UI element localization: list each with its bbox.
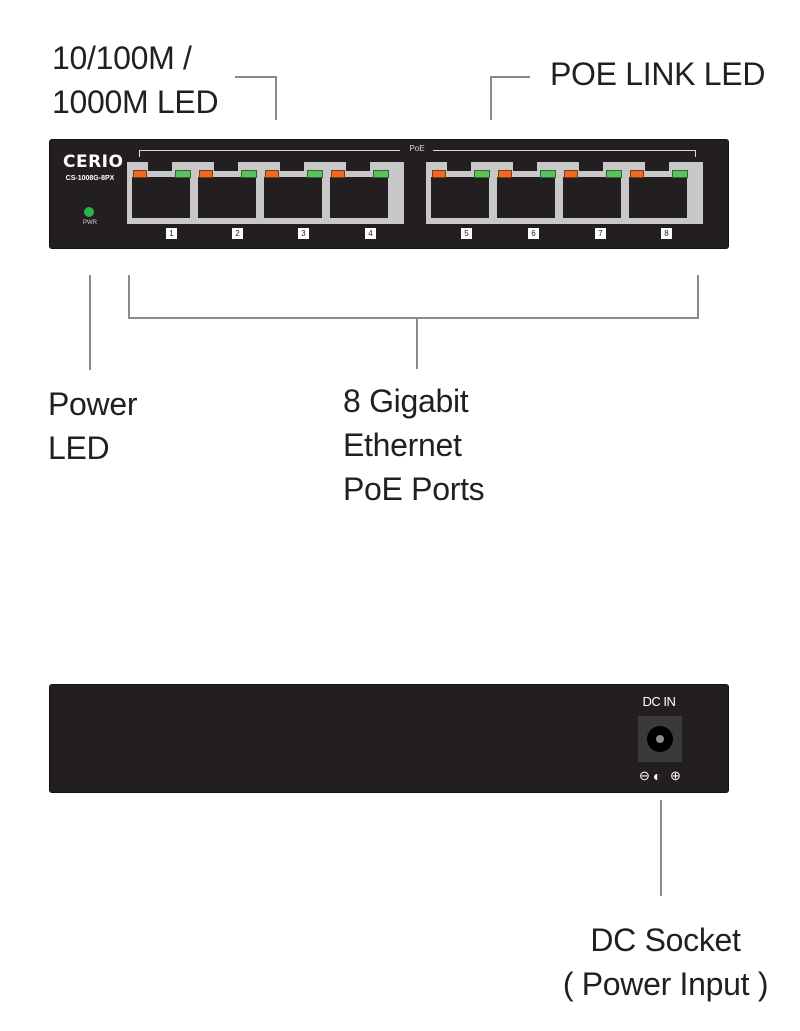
port-number: 8	[661, 228, 672, 239]
power-led-label-line2: LED	[48, 430, 110, 466]
ethernet-port-8[interactable]	[624, 162, 691, 224]
ethernet-port-5[interactable]	[426, 162, 493, 224]
port-group-1-4	[127, 162, 404, 224]
speed-led-label-line1: 10/100M /	[52, 40, 192, 76]
speed-led-label-line2: 1000M LED	[52, 84, 219, 120]
port-number: 4	[365, 228, 376, 239]
speed-led-icon	[331, 170, 345, 178]
ethernet-port-7[interactable]	[558, 162, 625, 224]
dc-socket[interactable]	[638, 716, 682, 762]
poe-led-icon	[474, 170, 490, 178]
poe-led-icon	[307, 170, 323, 178]
ethernet-port-4[interactable]	[325, 162, 392, 224]
power-led-text: PWR	[83, 220, 97, 226]
ports-bracket-stem	[416, 317, 418, 369]
ethernet-port-3[interactable]	[259, 162, 326, 224]
ports-label-line1: 8 Gigabit	[343, 383, 469, 419]
ports-label: 8 Gigabit Ethernet PoE Ports	[343, 379, 485, 511]
poe-link-led-label: POE LINK LED	[550, 56, 766, 92]
speed-led-icon	[630, 170, 644, 178]
poe-label: PoE	[409, 144, 425, 153]
port-number: 5	[461, 228, 472, 239]
dc-pin-icon	[656, 735, 664, 743]
center-pin-icon: ◐	[653, 768, 662, 784]
back-panel: DC IN ⊖ ◐ ⊕	[50, 685, 728, 792]
speed-led-icon	[498, 170, 512, 178]
power-led-label: Power LED	[48, 382, 138, 470]
poe-bracket-left	[139, 150, 400, 157]
power-led-icon	[84, 207, 94, 217]
port-group-5-8	[426, 162, 703, 224]
poe-led-icon	[175, 170, 191, 178]
poe-led-icon	[241, 170, 257, 178]
ethernet-port-6[interactable]	[492, 162, 559, 224]
ports-bracket-right	[697, 275, 699, 319]
speed-led-icon	[265, 170, 279, 178]
poe-led-icon	[540, 170, 556, 178]
poe-led-icon	[373, 170, 389, 178]
dc-socket-label: DC Socket ( Power Input )	[553, 918, 778, 1006]
speed-led-callout-line-v	[275, 76, 277, 120]
dc-socket-label-line1: DC Socket	[590, 922, 741, 958]
port-number: 3	[298, 228, 309, 239]
poe-led-icon	[672, 170, 688, 178]
ports-bracket-bottom	[128, 317, 699, 319]
speed-led-label: 10/100M / 1000M LED	[52, 36, 219, 124]
ports-bracket-left	[128, 275, 130, 319]
poe-bracket-right	[433, 150, 696, 157]
brand-logo: CERIO	[63, 152, 124, 172]
negative-polarity-icon: ⊖	[639, 768, 650, 783]
poe-led-icon	[606, 170, 622, 178]
dc-socket-callout-line	[660, 800, 662, 896]
poe-led-callout-line-v	[490, 76, 492, 120]
ethernet-port-1[interactable]	[127, 162, 194, 224]
port-number: 1	[166, 228, 177, 239]
dc-socket-label-line2: ( Power Input )	[562, 966, 769, 1002]
poe-led-callout-line-h	[490, 76, 530, 78]
speed-led-icon	[199, 170, 213, 178]
speed-led-icon	[564, 170, 578, 178]
port-number: 6	[528, 228, 539, 239]
power-led-callout-line	[89, 275, 91, 370]
front-panel: CERIO CS-1008G-8PX PWR PoE 1 2 3 4 5 6 7…	[50, 140, 728, 248]
port-number: 2	[232, 228, 243, 239]
port-number: 7	[595, 228, 606, 239]
dc-in-label: DC IN	[642, 694, 676, 709]
positive-polarity-icon: ⊕	[670, 768, 681, 783]
dc-socket-ring-icon	[647, 726, 673, 752]
power-led-label-line1: Power	[48, 386, 138, 422]
ports-label-line2: Ethernet	[343, 427, 462, 463]
ports-label-line3: PoE Ports	[343, 471, 485, 507]
model-number: CS-1008G-8PX	[65, 175, 115, 182]
speed-led-icon	[133, 170, 147, 178]
speed-led-icon	[432, 170, 446, 178]
speed-led-callout-line-h	[235, 76, 277, 78]
ethernet-port-2[interactable]	[193, 162, 260, 224]
